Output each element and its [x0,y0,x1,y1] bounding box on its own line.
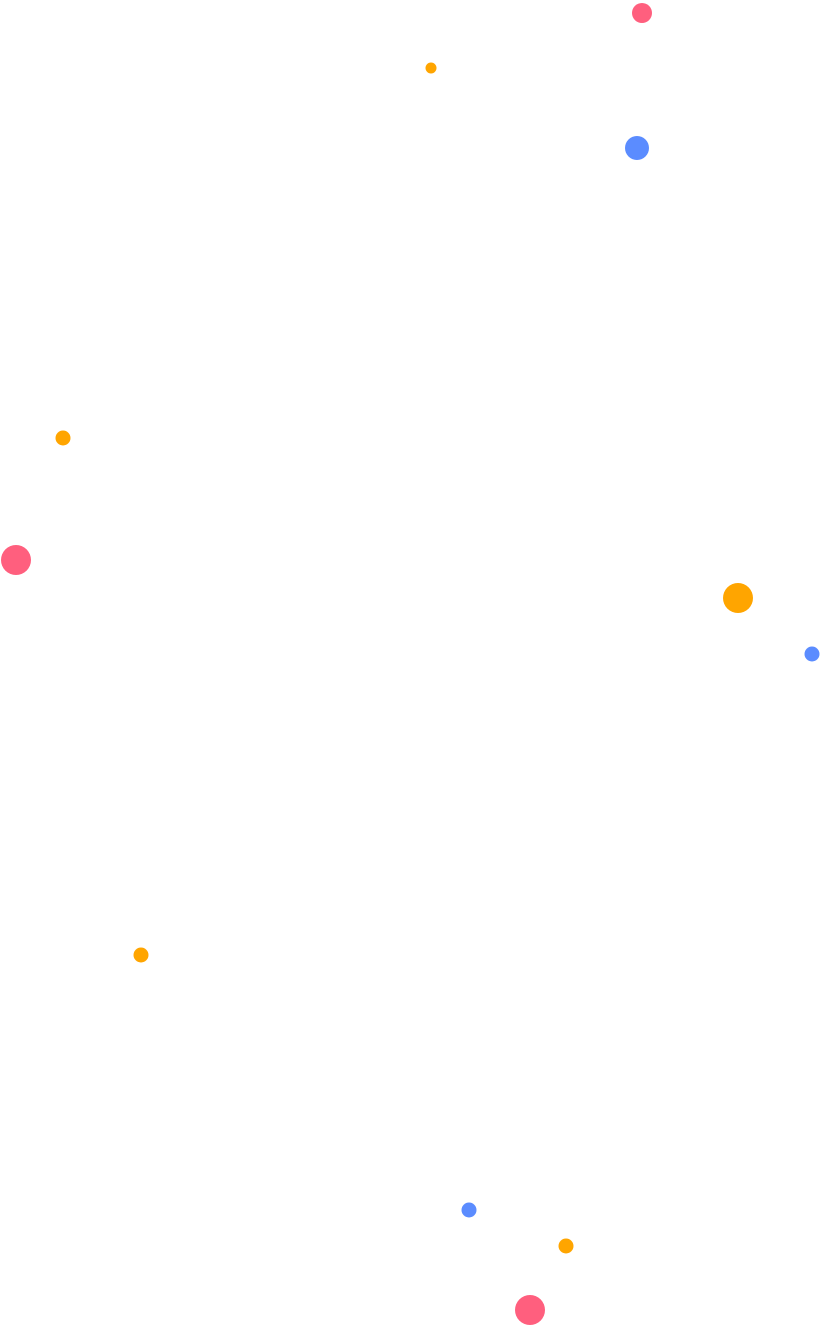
orange-dot-5 [558,1238,574,1254]
pink-dot-2 [1,545,31,575]
blue-dot-1 [625,136,649,160]
orange-dot-1 [425,62,437,74]
orange-dot-4 [133,947,149,963]
blue-dot-2 [804,646,820,662]
orange-dot-3 [723,583,753,613]
pink-dot-3 [515,1295,545,1325]
orange-dot-2 [55,430,71,446]
blue-dot-3 [461,1202,477,1218]
pink-dot-1 [632,3,652,23]
